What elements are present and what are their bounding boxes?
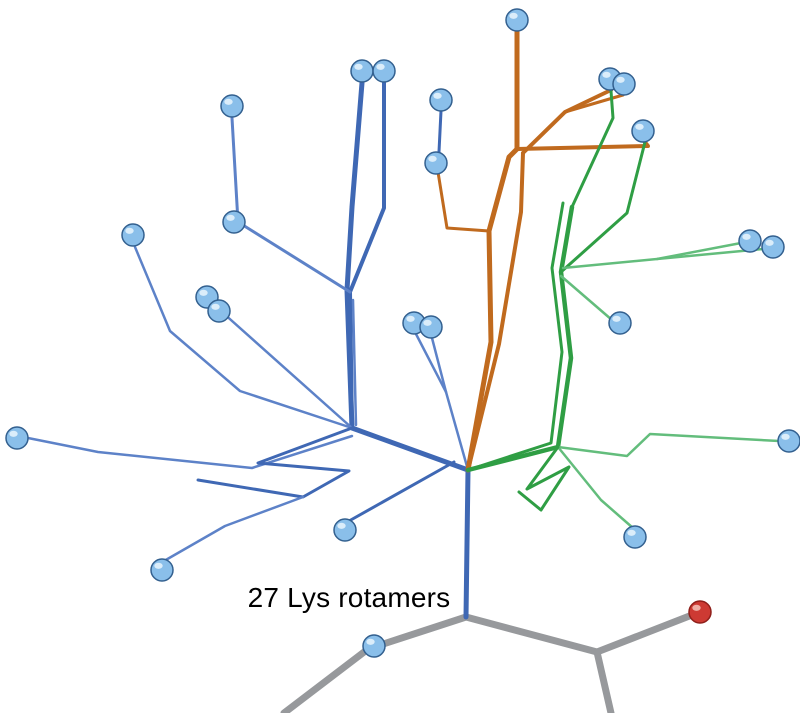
bond-orange xyxy=(563,93,625,114)
nitrogen-atom xyxy=(207,299,231,323)
nitrogen-atom xyxy=(505,8,529,32)
bond-green xyxy=(517,445,571,512)
bond-orange xyxy=(466,151,525,472)
bond-orange xyxy=(436,170,491,233)
bond-green_light xyxy=(556,445,635,530)
bond-blue xyxy=(344,80,471,473)
nitrogen-atom xyxy=(333,518,357,542)
nitrogen-atom xyxy=(222,210,246,234)
nitrogen-atom xyxy=(362,634,386,658)
nitrogen-atom xyxy=(121,223,145,247)
nitrogen-atom xyxy=(424,151,448,175)
bond-blue_light xyxy=(430,336,448,394)
nitrogen-atom xyxy=(777,429,800,453)
oxygen-atom xyxy=(688,600,712,624)
bond-blue_light xyxy=(351,298,358,427)
nitrogen-atom xyxy=(220,94,244,118)
nitrogen-atom xyxy=(150,558,174,582)
nitrogen-atom xyxy=(761,235,785,259)
bond-blue xyxy=(348,81,386,430)
bond-blue_light xyxy=(230,116,352,294)
nitrogen-atom xyxy=(608,311,632,335)
bond-green_light xyxy=(556,432,781,458)
bond-blue_light xyxy=(162,495,305,563)
bond-green_light xyxy=(559,274,614,322)
bond-green xyxy=(559,140,647,274)
nitrogen-atom xyxy=(738,229,762,253)
bond-gray xyxy=(593,611,696,656)
bond-gray xyxy=(462,613,615,713)
bond-green xyxy=(466,201,565,472)
figure-caption: 27 Lys rotamers xyxy=(247,582,451,613)
bond-green xyxy=(465,204,575,473)
bond-gray xyxy=(280,613,470,713)
nitrogen-atom xyxy=(631,119,655,143)
bond-orange xyxy=(521,88,613,155)
bond-blue_light xyxy=(207,297,354,430)
bond-blue_light xyxy=(26,434,354,470)
nitrogen-atom xyxy=(372,59,396,83)
nitrogen-atom xyxy=(429,88,453,112)
bond-blue xyxy=(347,460,456,523)
bond-orange xyxy=(465,29,520,473)
nitrogen-atom xyxy=(419,315,443,339)
nitrogen-atom xyxy=(612,72,636,96)
bond-blue_light xyxy=(133,245,354,430)
bond-green xyxy=(570,89,615,209)
bond-blue xyxy=(196,426,354,499)
bond-blue_light xyxy=(414,332,470,472)
nitrogen-atom xyxy=(5,426,29,450)
nitrogen-atom xyxy=(623,525,647,549)
bond-blue xyxy=(463,467,471,620)
nitrogen-atom xyxy=(350,59,374,83)
